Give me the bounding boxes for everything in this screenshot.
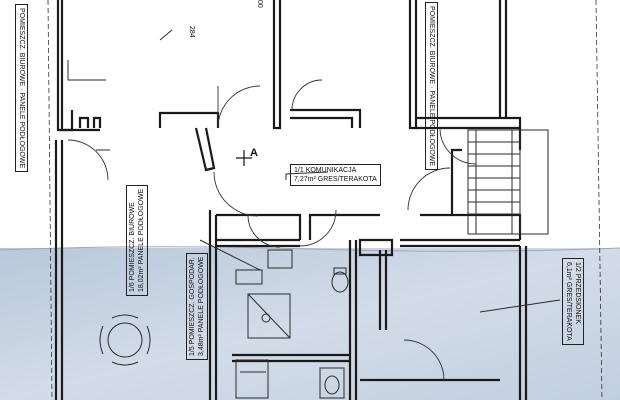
stairs-icon <box>467 129 549 235</box>
room-number: 1/5 <box>189 346 196 356</box>
sink-icon <box>319 367 345 399</box>
door-swings <box>67 79 477 381</box>
room-floor: PANELE PODŁOGOWE <box>428 90 435 167</box>
room-area: 3,48m² <box>198 334 206 356</box>
room-name: POMIESZCZ. BIUROWE <box>428 6 435 85</box>
room-area: 7,27m² <box>294 176 316 184</box>
room-label-office-top-right: POMIESZCZ. BIUROWE · PANELE PODŁOGOWE <box>424 2 438 171</box>
room-label-1-6: 1/6 POMIESZCZ. BIUROWE 18,02m² PANELE PO… <box>126 184 149 296</box>
room-floor: PANELE PODŁOGOWE <box>198 256 206 333</box>
room-area: 6,1m² <box>564 262 572 280</box>
room-label-1-1: 1/1 KOMUNIKACJA 7,27m² GRES/TERAKOTA <box>290 164 381 187</box>
room-floor: GRES/TERAKOTA <box>564 281 572 341</box>
paper-bottom <box>0 248 620 400</box>
room-label-1-2: 1/2 PRZEDSIONEK 6,1m² GRES/TERAKOTA <box>561 258 584 345</box>
paper-fold <box>0 246 620 252</box>
room-name: KOMUNIKACJA <box>305 167 357 174</box>
room-number: 1/6 <box>129 282 136 292</box>
room-floor: PANELE PODŁOGOWE <box>138 188 146 265</box>
room-label-office-top-left: POMIESZCZ. BIUROWE · PANELE PODŁOGOWE <box>14 4 28 173</box>
dimension-label-center: 00 <box>256 0 263 8</box>
room-name: POMIESZCZ. BIUROWE <box>129 202 136 281</box>
section-marker-label: A <box>250 147 258 159</box>
room-name: POMIESZCZ. GOSPODAR. <box>189 257 196 345</box>
room-label-1-5: 1/5 POMIESZCZ. GOSPODAR. 3,48m² PANELE P… <box>186 252 209 360</box>
room-number: 1/2 <box>574 262 581 272</box>
room-area: 18,02m² <box>138 266 146 292</box>
room-floor: GRES/TERAKOTA <box>317 176 377 184</box>
dimension-label-left: 284 <box>188 26 195 38</box>
room-name: POMIESZCZ. BIUROWE <box>18 8 25 87</box>
toilet-icon <box>331 267 349 293</box>
shower-icon <box>247 293 291 339</box>
section-marker <box>236 150 252 166</box>
paper-top <box>0 0 620 250</box>
room-floor: PANELE PODŁOGOWE <box>18 92 25 169</box>
room-name: PRZEDSIONEK <box>574 273 581 324</box>
table-chairs-icon <box>99 314 151 366</box>
room-number: 1/1 <box>294 167 304 174</box>
